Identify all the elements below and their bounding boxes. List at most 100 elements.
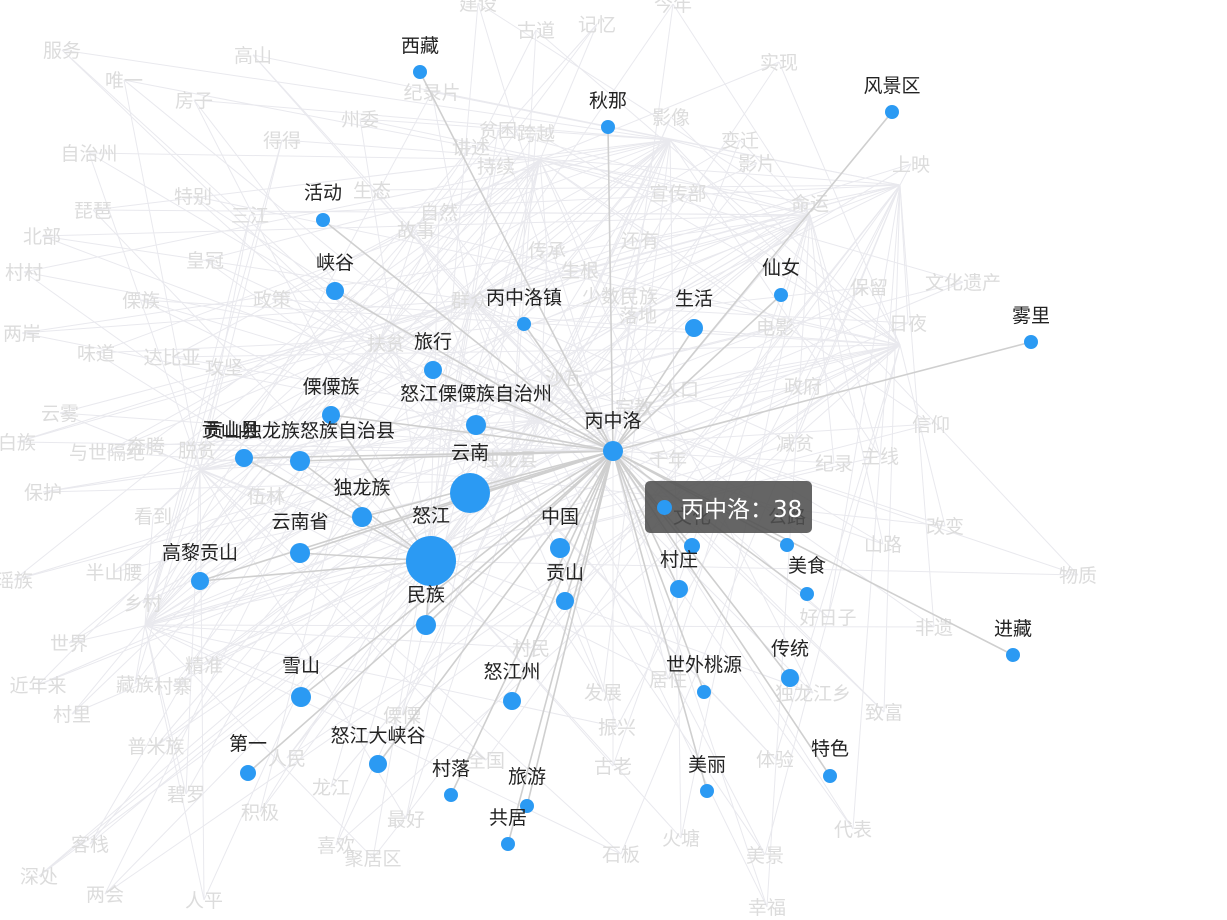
node-共居[interactable] — [501, 837, 515, 851]
node-高黎贡山[interactable] — [191, 572, 209, 590]
background-edge — [71, 560, 431, 715]
node-美食[interactable] — [800, 587, 814, 601]
node-label: 独龙族 — [333, 477, 390, 499]
node-美丽[interactable] — [700, 784, 714, 798]
background-word: 藏族 — [116, 674, 154, 696]
background-edge — [438, 211, 811, 216]
node-贡山[interactable] — [556, 592, 574, 610]
background-edge — [431, 91, 901, 186]
background-edge — [172, 299, 471, 687]
background-word: 云雾 — [41, 403, 79, 425]
background-edge — [335, 159, 541, 846]
background-word: 最好 — [387, 809, 425, 831]
node-label: 丙中洛 — [584, 410, 641, 432]
node-村落[interactable] — [444, 788, 458, 802]
background-edge — [259, 479, 511, 813]
background-word: 普米族 — [127, 736, 184, 758]
node-雾里[interactable] — [1024, 335, 1038, 349]
edge — [526, 450, 614, 807]
background-word: 精准 — [185, 655, 223, 677]
node-贡山县[interactable] — [235, 449, 253, 467]
background-word: 还有 — [621, 230, 659, 252]
background-word: 故事 — [397, 220, 435, 242]
background-word: 世界 — [50, 633, 88, 655]
node-仙女[interactable] — [774, 288, 788, 302]
node-文化[interactable] — [684, 538, 700, 554]
node-怒江大峡谷[interactable] — [369, 755, 387, 773]
graph-nodes[interactable] — [191, 65, 1038, 851]
background-word: 三江 — [231, 205, 269, 227]
background-edge — [415, 229, 901, 346]
background-word: 攻坚 — [205, 357, 243, 379]
background-word: 保留 — [850, 277, 888, 299]
node-怒江傈僳族自治州[interactable] — [466, 415, 486, 435]
node-傈僳族[interactable] — [322, 406, 340, 424]
background-word: 实现 — [760, 52, 798, 74]
node-label: 世外桃源 — [666, 654, 742, 676]
edge — [607, 126, 614, 452]
node-label: 活动 — [304, 182, 342, 204]
background-edge — [61, 49, 511, 481]
node-雪山[interactable] — [291, 687, 311, 707]
node-峡谷[interactable] — [326, 282, 344, 300]
edge — [612, 450, 708, 792]
node-活动[interactable] — [316, 213, 330, 227]
node-云南省[interactable] — [290, 543, 310, 563]
background-word: 白族 — [0, 432, 36, 454]
node-中国[interactable] — [550, 538, 570, 558]
background-word: 振兴 — [598, 717, 636, 739]
node-风景区[interactable] — [885, 105, 899, 119]
background-edge — [88, 152, 201, 471]
node-独龙族[interactable] — [352, 507, 372, 527]
node-label: 美丽 — [688, 754, 726, 776]
node-旅行[interactable] — [424, 361, 442, 379]
background-edge — [778, 61, 901, 346]
background-word: 生态 — [353, 180, 391, 202]
node-怒江州[interactable] — [503, 692, 521, 710]
node-公路[interactable] — [780, 538, 794, 552]
node-label: 怒江 — [412, 505, 450, 527]
node-秋那[interactable] — [601, 120, 615, 134]
background-edge — [144, 495, 267, 626]
background-word: 信仰 — [912, 414, 950, 436]
node-生活[interactable] — [685, 319, 703, 337]
background-edge — [140, 299, 541, 421]
node-怒江[interactable] — [406, 536, 456, 586]
node-贡山独龙族怒族自治县[interactable] — [290, 451, 310, 471]
node-传统[interactable] — [781, 669, 799, 687]
node-label: 怒江傈僳族自治州 — [400, 383, 552, 405]
background-edge — [144, 163, 912, 626]
node-丙中洛镇[interactable] — [517, 317, 531, 331]
node-第一[interactable] — [240, 765, 256, 781]
background-edge — [539, 23, 598, 161]
background-edge — [223, 299, 471, 368]
main-edges — [199, 71, 1032, 845]
background-word: 人平 — [185, 890, 223, 912]
edge — [199, 560, 432, 582]
edge — [243, 457, 432, 562]
background-edge — [774, 344, 901, 760]
node-进藏[interactable] — [1006, 648, 1020, 662]
background-edge — [379, 339, 604, 693]
node-label: 进藏 — [994, 618, 1032, 640]
node-特色[interactable] — [823, 769, 837, 783]
background-word: 命运 — [791, 193, 829, 215]
node-旅游[interactable] — [520, 799, 534, 813]
node-村庄[interactable] — [670, 580, 688, 598]
node-云南[interactable] — [450, 473, 490, 513]
background-word: 山路 — [864, 534, 902, 556]
background-edge — [612, 314, 639, 452]
background-edge — [252, 54, 614, 452]
edge — [334, 290, 614, 452]
background-word: 傈族 — [122, 290, 160, 312]
background-edge — [330, 214, 811, 788]
background-word: 两岸 — [3, 323, 41, 345]
background-edge — [123, 79, 201, 471]
node-西藏[interactable] — [413, 65, 427, 79]
node-世外桃源[interactable] — [697, 685, 711, 699]
background-word: 今年 — [654, 0, 692, 16]
node-丙中洛[interactable] — [603, 441, 623, 461]
background-word: 高山 — [234, 45, 272, 67]
node-民族[interactable] — [416, 615, 436, 635]
